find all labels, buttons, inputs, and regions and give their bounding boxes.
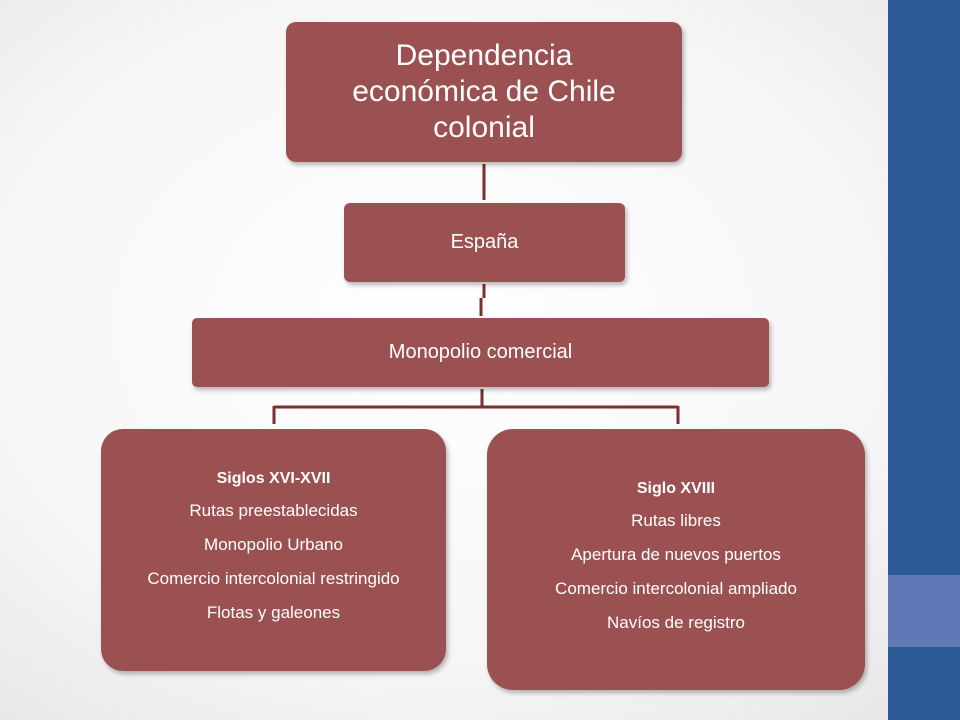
branch-siglo-xviii: Siglo XVIII Rutas libres Apertura de nue… [487, 429, 865, 690]
monopolio-node: Monopolio comercial [192, 318, 769, 387]
branch-heading: Siglos XVI-XVII [216, 470, 331, 487]
branch-item: Rutas preestablecidas [189, 501, 358, 520]
branch-item: Monopolio Urbano [204, 535, 343, 554]
branch-item: Rutas libres [631, 510, 721, 530]
espana-node-label: España [450, 231, 519, 253]
branch-item: Navíos de registro [607, 612, 745, 632]
connector-espana-monopolio [479, 284, 486, 316]
root-node: Dependencia económica de Chile colonial [286, 22, 682, 162]
branch-item: Apertura de nuevos puertos [571, 544, 781, 564]
branch-item: Flotas y galeones [206, 603, 341, 622]
root-node-label: Dependencia económica de Chile colonial [352, 39, 616, 144]
branch-item: Comercio intercolonial ampliado [555, 578, 797, 598]
side-accent [888, 575, 960, 647]
espana-node: España [344, 203, 625, 282]
connector-monopolio-branches [272, 389, 680, 424]
branch-item: Comercio intercolonial restringido [147, 569, 400, 588]
branch-heading: Siglo XVIII [636, 479, 716, 497]
branch-siglos-xvi-xvii: Siglos XVI-XVII Rutas preestablecidas Mo… [101, 429, 446, 671]
monopolio-node-label: Monopolio comercial [388, 341, 573, 363]
